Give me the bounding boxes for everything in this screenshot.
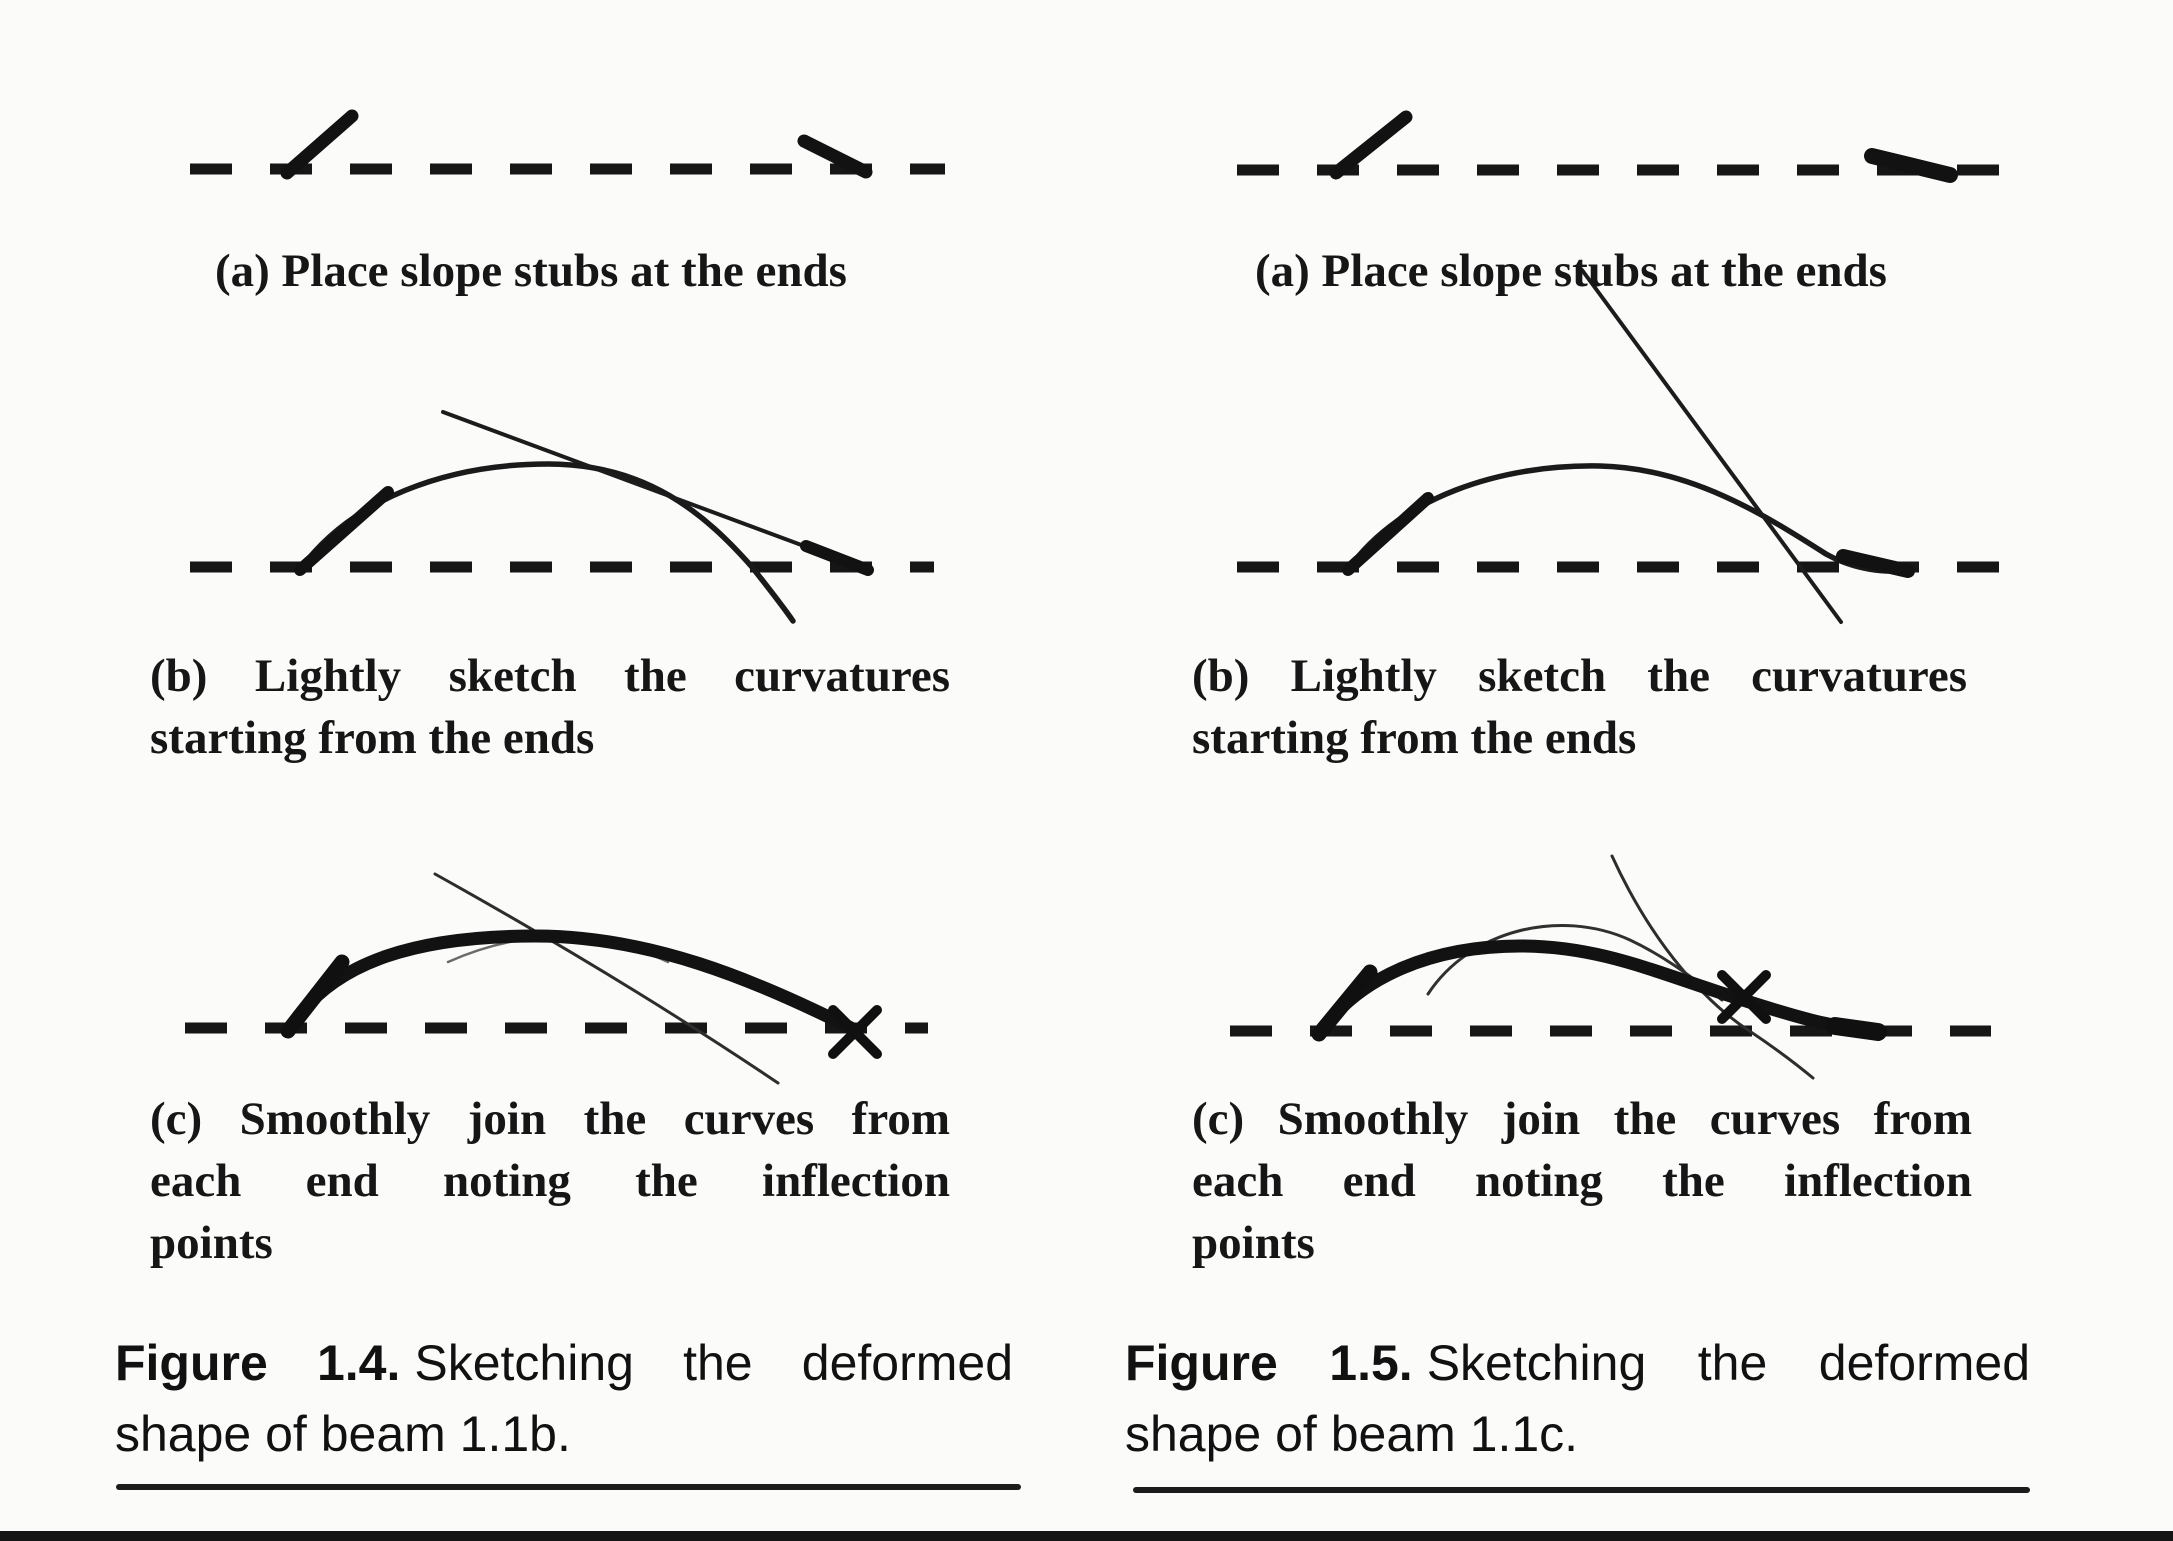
fig15-diagram-c	[1230, 854, 1991, 1080]
final-deformed-shape	[282, 929, 862, 1037]
left-stub-thick	[294, 486, 394, 576]
fig14-caption: Figure 1.4.Sketching the deformed shape …	[115, 1328, 1013, 1470]
inflection-x-mark	[1717, 970, 1771, 1024]
fig15-caption: Figure 1.5.Sketching the deformed shape …	[1125, 1328, 2030, 1470]
right-curvature-line	[1580, 268, 1843, 624]
figure-caption-text: Sketching the deformed	[1426, 1335, 2030, 1391]
fig14-step-c-caption: (c) Smoothly join the curves from each e…	[150, 1088, 950, 1274]
fig14-step-a-caption: (a) Place slope stubs at the ends	[215, 245, 847, 297]
figure-caption-text: Sketching the deformed	[414, 1335, 1014, 1391]
right-stub-thick	[800, 540, 874, 576]
figure-number-label: Figure 1.5.	[1125, 1335, 1413, 1391]
curvature-sketch	[299, 461, 796, 624]
figure-caption-line: Figure 1.5.Sketching the deformed	[1125, 1328, 2030, 1399]
fig14-separator-rule	[116, 1484, 1021, 1490]
right-slope-stub	[1864, 148, 1958, 183]
final-deformed-shape	[1313, 939, 1883, 1040]
fig15-diagram-b	[1237, 268, 2003, 624]
page-bottom-edge-bar	[0, 1531, 2173, 1541]
caption-line: starting from the ends	[150, 712, 595, 764]
fig15-diagram-a	[1237, 110, 2003, 183]
figure-number-label: Figure 1.4.	[115, 1335, 401, 1391]
fig14-diagram-c	[185, 872, 928, 1085]
inflection-x-mark	[828, 1005, 882, 1059]
fig14-diagram-a	[190, 109, 945, 180]
left-stub-thick	[1342, 492, 1434, 576]
caption-line: starting from the ends	[1192, 712, 1637, 764]
right-end-blob	[1826, 1017, 1887, 1041]
fig15-step-a-caption: (a) Place slope stubs at the ends	[1255, 245, 1887, 297]
caption-line: each end noting the inflection	[150, 1155, 950, 1207]
left-stub-thick	[1311, 964, 1378, 1042]
caption-line: (b) Lightly sketch the curvatures	[150, 650, 950, 702]
fig15-step-b-caption: (b) Lightly sketch the curvatures starti…	[1192, 645, 1967, 769]
fig14-step-b-caption: (b) Lightly sketch the curvatures starti…	[150, 645, 950, 769]
figure-caption-line: shape of beam 1.1b.	[115, 1406, 571, 1462]
fig15-separator-rule	[1133, 1487, 2030, 1493]
figure-caption-line: shape of beam 1.1c.	[1125, 1406, 1579, 1462]
caption-line: (b) Lightly sketch the curvatures	[1192, 650, 1967, 702]
ghost-tangent-line	[433, 872, 780, 1085]
fig15-step-c-caption: (c) Smoothly join the curves from each e…	[1192, 1088, 1972, 1274]
left-slope-stub	[1329, 110, 1413, 180]
caption-line: points	[150, 1217, 273, 1269]
left-stub-thick	[280, 954, 350, 1039]
left-slope-stub	[280, 109, 359, 180]
fig14-diagram-b	[190, 410, 934, 624]
caption-line: (c) Smoothly join the curves from	[1192, 1093, 1972, 1145]
caption-line: each end noting the inflection	[1192, 1155, 1972, 1207]
caption-line: points	[1192, 1217, 1315, 1269]
caption-line: (c) Smoothly join the curves from	[150, 1093, 950, 1145]
right-stub-thick	[1836, 549, 1915, 578]
curvature-sketch	[1347, 463, 1912, 574]
right-slope-tangent-line	[441, 410, 868, 571]
right-slope-stub	[797, 134, 873, 179]
figure-caption-line: Figure 1.4.Sketching the deformed	[115, 1328, 1013, 1399]
